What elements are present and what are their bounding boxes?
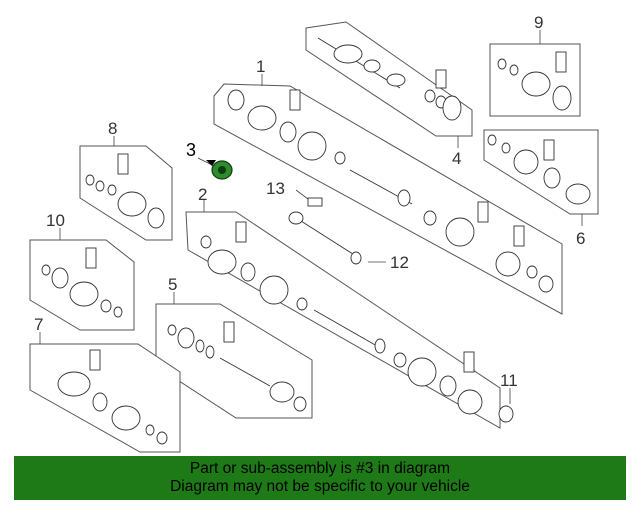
callout-10: 10 — [46, 211, 65, 230]
panel-9 — [489, 30, 581, 117]
banner-line-1: Part or sub-assembly is #3 in diagram — [189, 460, 451, 477]
leader-arrowhead — [206, 160, 216, 166]
callout-9: 9 — [534, 13, 543, 32]
callout-6: 6 — [576, 229, 585, 248]
highlighted-part-3[interactable] — [197, 157, 233, 180]
panel-1 — [213, 74, 563, 315]
callout-11: 11 — [500, 371, 518, 390]
panel-4 — [305, 21, 473, 148]
callout-12: 12 — [390, 253, 409, 272]
callout-4: 4 — [452, 149, 461, 168]
banner-line-2: Diagram may not be specific to your vehi… — [170, 478, 470, 495]
callout-7: 7 — [34, 315, 43, 334]
parts-diagram: 1 2 3 4 5 6 7 8 9 10 11 12 13 — [29, 13, 599, 453]
panel-10 — [29, 228, 135, 331]
callout-1: 1 — [256, 57, 265, 76]
info-banner: Part or sub-assembly is #3 in diagram Di… — [14, 456, 626, 500]
callout-2: 2 — [198, 185, 207, 204]
callout-8: 8 — [108, 119, 117, 138]
callout-5: 5 — [168, 275, 177, 294]
panel-5 — [155, 292, 313, 419]
panel-2 — [185, 200, 514, 429]
panel-8 — [79, 136, 173, 241]
part-12-13-group — [288, 189, 511, 404]
callout-3[interactable]: 3 — [186, 140, 196, 160]
part-3-bore — [218, 166, 226, 174]
panel-7 — [29, 332, 181, 453]
panel-6 — [483, 129, 599, 226]
callout-13: 13 — [266, 179, 285, 198]
